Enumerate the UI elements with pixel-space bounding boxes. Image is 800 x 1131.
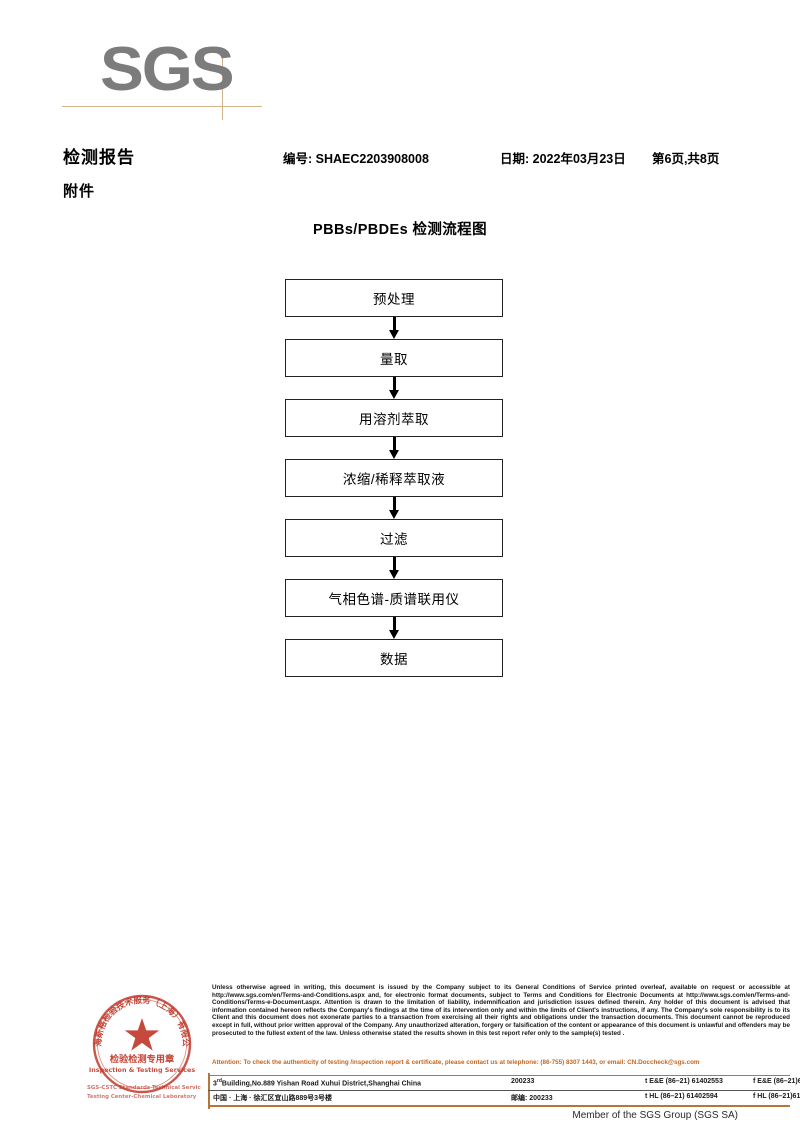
sgs-logo: SGS: [62, 38, 360, 120]
flow-step-label: 预处理: [373, 292, 415, 307]
flow-step-4: 浓缩/稀释萃取液: [285, 459, 503, 497]
flow-step-7: 数据: [285, 639, 503, 677]
address-rule-middle: [208, 1090, 790, 1091]
flow-step-label: 浓缩/稀释萃取液: [342, 472, 446, 487]
flow-step-3: 用溶剂萃取: [285, 399, 503, 437]
report-date: 日期: 2022年03月23日: [500, 152, 626, 166]
address-rule-bottom: [208, 1105, 790, 1107]
fax-hl: f HL (86–21)61156899: [753, 1093, 800, 1100]
arrow-head-icon: [388, 570, 399, 579]
svg-text:Testing Center-Chemical Labora: Testing Center-Chemical Laboratory: [87, 1094, 197, 1100]
page-title: 检测报告: [63, 148, 135, 167]
flow-step-6: 气相色谱-质谱联用仪: [285, 579, 503, 617]
zipcode-english: 200233: [511, 1078, 535, 1085]
svg-text:检验检测专用章: 检验检测专用章: [110, 1053, 174, 1065]
arrow-shaft: [393, 317, 396, 333]
flowchart-title: PBBs/PBDEs 检测流程图: [313, 222, 487, 238]
arrow-head-icon: [388, 330, 399, 339]
report-number: 编号: SHAEC2203908008: [283, 152, 429, 166]
fax-ee: f E&E (86–21)64953679: [753, 1078, 800, 1085]
arrow-shaft: [393, 377, 396, 393]
flow-step-label: 数据: [380, 652, 408, 667]
flow-arrow-4: [285, 497, 503, 519]
arrow-shaft: [393, 617, 396, 633]
telephone-ee: t E&E (86–21) 61402553: [645, 1078, 723, 1085]
zipcode-chinese: 邮编: 200233: [511, 1095, 553, 1102]
flow-step-label: 量取: [380, 352, 408, 367]
page-indicator: 第6页,共8页: [652, 152, 720, 166]
address-rule-top: [208, 1075, 790, 1076]
flow-step-2: 量取: [285, 339, 503, 377]
footer-vertical-divider: [208, 1073, 210, 1109]
page-subtitle: 附件: [63, 183, 96, 200]
attention-notice: Attention: To check the authenticity of …: [212, 1059, 700, 1066]
legal-disclaimer-text: Unless otherwise agreed in writing, this…: [212, 984, 790, 1037]
flow-arrow-2: [285, 377, 503, 399]
address-english-text: Building,No.889 Yishan Road Xuhui Distri…: [221, 1080, 422, 1088]
arrow-shaft: [393, 497, 396, 513]
flow-step-5: 过滤: [285, 519, 503, 557]
svg-text:SGS-CSTC Standards Technical S: SGS-CSTC Standards Technical Services(Sh…: [87, 1085, 201, 1091]
arrow-head-icon: [388, 390, 399, 399]
arrow-head-icon: [388, 450, 399, 459]
flow-arrow-3: [285, 437, 503, 459]
arrow-head-icon: [388, 510, 399, 519]
company-seal-stamp: 上海斯格检验技术服务（上海）有限公司 检验检测专用章 Inspection & …: [83, 988, 201, 1106]
flow-step-label: 过滤: [380, 532, 408, 547]
arrow-shaft: [393, 557, 396, 573]
flow-arrow-1: [285, 317, 503, 339]
flow-step-1: 预处理: [285, 279, 503, 317]
flow-step-label: 气相色谱-质谱联用仪: [328, 592, 460, 607]
arrow-head-icon: [388, 630, 399, 639]
logo-vertical-rule: [222, 48, 223, 120]
arrow-shaft: [393, 437, 396, 453]
address-english: 3rdBuilding,No.889 Yishan Road Xuhui Dis…: [213, 1078, 422, 1088]
svg-text:Inspection & Testing Services: Inspection & Testing Services: [89, 1066, 195, 1074]
flow-arrow-5: [285, 557, 503, 579]
flow-step-label: 用溶剂萃取: [359, 412, 429, 427]
address-chinese: 中国 · 上海 · 徐汇区宜山路889号3号楼: [213, 1095, 333, 1102]
flow-arrow-6: [285, 617, 503, 639]
seal-graphic: 上海斯格检验技术服务（上海）有限公司 检验检测专用章 Inspection & …: [83, 988, 201, 1100]
address-ordinal-suffix: rd: [216, 1078, 222, 1084]
logo-text: SGS: [100, 35, 235, 104]
telephone-hl: t HL (86–21) 61402594: [645, 1093, 718, 1100]
member-notice: Member of the SGS Group (SGS SA): [572, 1110, 738, 1121]
logo-horizontal-rule: [62, 106, 262, 107]
flowchart: 预处理 量取 用溶剂萃取 浓缩/稀释萃取液 过滤 气相色谱-质谱联用仪 数据: [285, 279, 503, 677]
